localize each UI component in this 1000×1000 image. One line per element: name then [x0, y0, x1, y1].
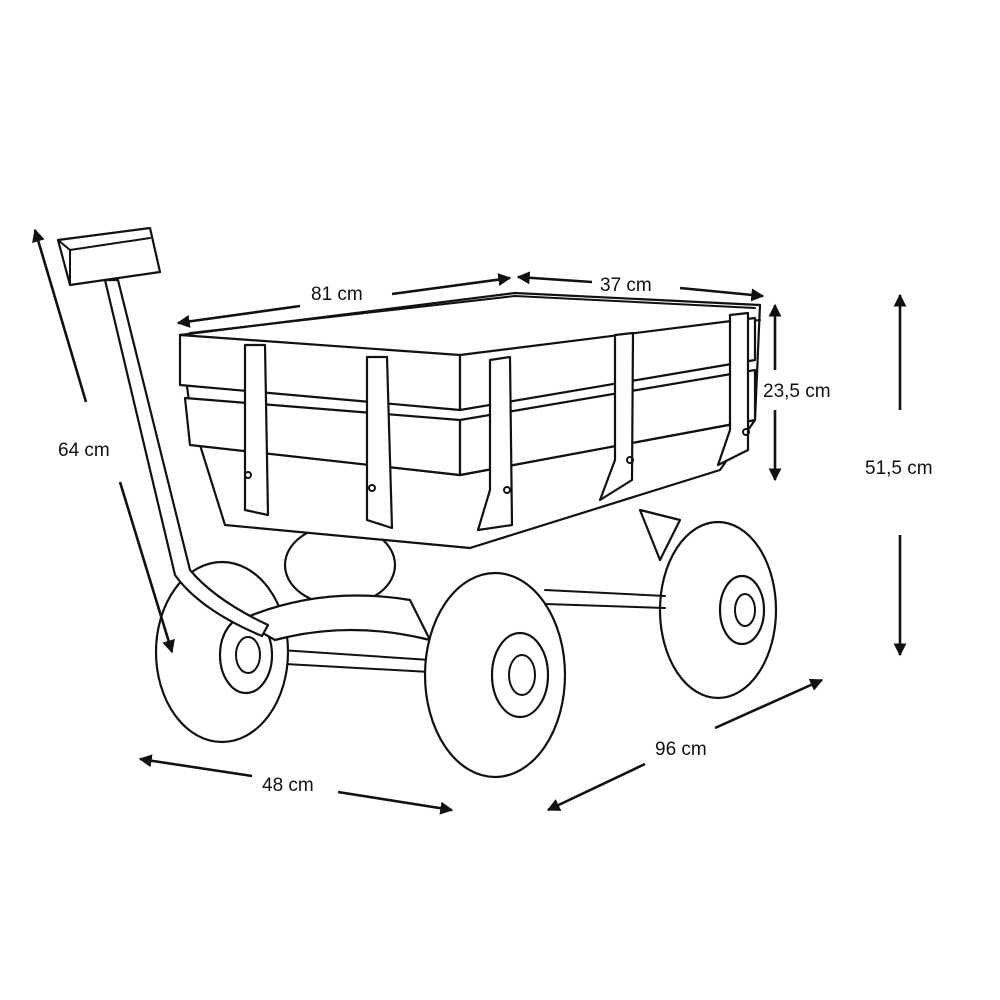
bed-length-label: 81 cm	[311, 284, 363, 305]
bed-width-label: 37 cm	[600, 275, 652, 296]
total-length-label: 96 cm	[655, 739, 707, 760]
dimension-lines: 81 cm 37 cm 23,5 cm 51,5 cm 64 cm 48 cm …	[32, 228, 933, 815]
track-width-arrow-right	[337, 790, 454, 815]
bed-width-arrow-right	[679, 286, 765, 302]
wagon-bed	[178, 291, 762, 550]
wagon-drawing	[56, 226, 778, 779]
front-right-wheel	[423, 571, 567, 779]
bed-width-arrow-left	[516, 271, 593, 285]
total-length-arrow-left	[546, 762, 646, 812]
track-width-arrow-left	[138, 754, 253, 778]
track-width-label: 48 cm	[262, 775, 314, 796]
handle	[56, 226, 270, 638]
front-left-wheel	[154, 560, 290, 744]
bed-length-arrow-right	[391, 273, 512, 296]
total-height-label: 51,5 cm	[865, 458, 933, 479]
rear-axle	[544, 589, 666, 609]
total-length-arrow-right	[714, 678, 824, 730]
handle-length-label: 64 cm	[58, 440, 110, 461]
steering-plate	[238, 594, 432, 642]
side-height-label: 23,5 cm	[763, 381, 831, 402]
bed-length-arrow-left	[176, 304, 301, 328]
right-rear-wheel	[638, 508, 778, 700]
handle-length-arrow-up	[32, 228, 88, 403]
handle-length-arrow-down	[118, 481, 175, 654]
